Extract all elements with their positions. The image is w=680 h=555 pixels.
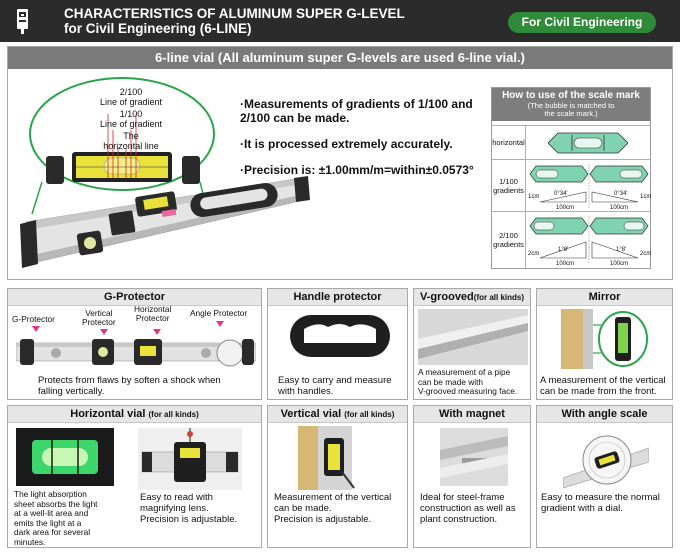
bullet-gradients: ·Measurements of gradients of 1/100 and … [240,97,473,125]
level-illustration [20,77,310,268]
title-line-2: for Civil Engineering (6-LINE) [64,21,252,36]
bullet-accuracy: ·It is processed extremely accurately. [240,137,453,151]
glowing-vial-image [16,428,114,486]
scale-row-horizontal: horizontal [492,125,650,159]
handle-image [290,315,390,357]
horizontal-vial-icon [548,132,628,154]
magnet-image [440,428,508,486]
feature-handle-protector: Handle protector Easy to carry and measu… [267,288,408,400]
vertical-vial-image [298,426,355,490]
marker-horizontal-protector [153,329,161,335]
scale-mark-header: How to use of the scale mark (The bubble… [492,88,650,121]
page-title: CHARACTERISTICS OF ALUMINUM SUPER G-LEVE… [64,6,405,36]
g-protector-level-image [16,339,256,367]
feature-bullets: ·Measurements of gradients of 1/100 and … [240,97,488,189]
gradient-1-100-icon [529,164,649,208]
category-badge: For Civil Engineering [508,12,656,33]
marker-angle-protector [216,321,224,327]
feature-with-magnet: With magnet Ideal for steel-frame constr… [413,405,531,548]
marker-g-protector [32,326,40,332]
v-groove-image [418,309,528,365]
bullet-precision: ·Precision is: ±1.00mm/m=within±0.0573° [240,163,474,177]
feature-vertical-vial: Vertical vial (for all kinds) Measuremen… [267,405,408,548]
feature-with-angle-scale: With angle scale Easy to measure the nor… [536,405,673,548]
six-line-vial-banner: 6-line vial (All aluminum super G-levels… [8,47,672,69]
angle-dial-image [563,435,649,488]
level-bubble-icon [17,9,28,34]
marker-vertical-protector [100,329,108,335]
feature-horizontal-vial: Horizontal vial (for all kinds) The ligh… [7,405,262,548]
callout-2-100: 2/100 Line of gradient [99,87,163,107]
callout-1-100: 1/100 Line of gradient [99,109,163,129]
feature-mirror: Mirror A measurement of the vertical can… [536,288,673,400]
feature-v-grooved: V-grooved(for all kinds) A measurement o… [413,288,531,400]
page-header: CHARACTERISTICS OF ALUMINUM SUPER G-LEVE… [0,0,680,42]
g-protector-title: G-Protector [8,289,261,306]
callout-horizontal-line: The horizontal line [103,131,159,151]
magnifying-vial-image [138,428,242,490]
title-line-1: CHARACTERISTICS OF ALUMINUM SUPER G-LEVE… [64,6,405,21]
mirror-image [561,309,648,369]
six-line-vial-panel: 6-line vial (All aluminum super G-levels… [7,46,673,280]
gradient-2-100-icon [529,216,649,264]
scale-mark-guide: How to use of the scale mark (The bubble… [491,87,651,269]
